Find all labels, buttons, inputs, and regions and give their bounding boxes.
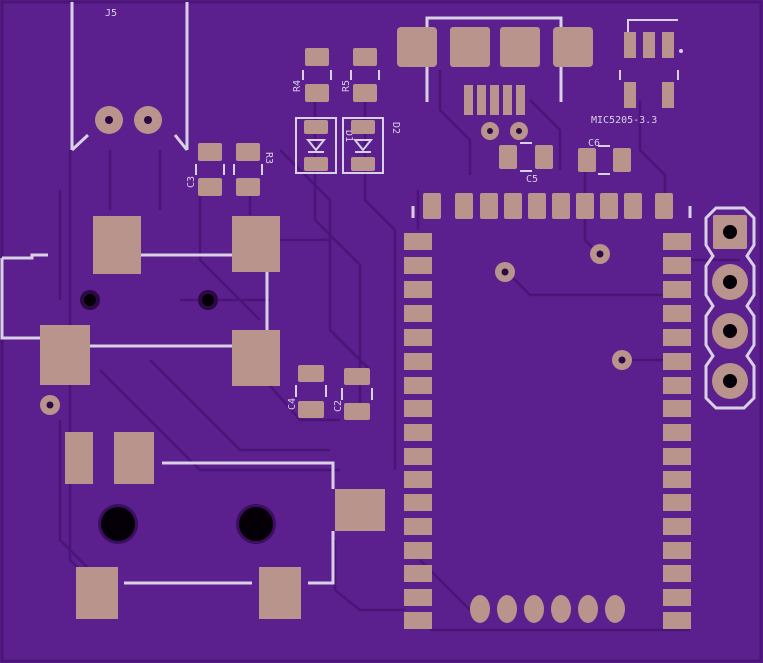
capacitor-c6: C6 <box>578 138 631 175</box>
resistor-r3: R3 <box>233 143 274 196</box>
capacitor-c5: C5 <box>499 142 553 185</box>
module-bottom-pads <box>470 595 625 623</box>
vias <box>40 244 632 415</box>
regulator-mic5205: MIC5205-3.3 <box>591 19 683 126</box>
capacitor-c2: C2 <box>333 368 373 420</box>
label-c4: C4 <box>287 398 298 410</box>
jack-component <box>0 216 280 386</box>
label-c2: C2 <box>333 400 344 412</box>
pushbutton <box>65 432 385 619</box>
led-d1: D1 <box>295 117 354 174</box>
led-d2: D2 <box>342 117 401 174</box>
label-r4: R4 <box>292 80 303 92</box>
label-c6: C6 <box>588 138 600 149</box>
label-r5: R5 <box>341 80 352 92</box>
module-left-pads <box>404 233 432 629</box>
usb-connector <box>397 16 593 140</box>
label-c5: C5 <box>526 174 538 185</box>
connector-j5: J5 <box>70 2 189 152</box>
label-c3: C3 <box>186 176 197 188</box>
label-d2: D2 <box>390 122 401 134</box>
label-d1: D1 <box>343 130 354 142</box>
capacitor-c4: C4 <box>287 365 327 418</box>
module-right-pads <box>663 233 691 629</box>
label-j5: J5 <box>105 8 117 19</box>
label-r3: R3 <box>263 152 274 164</box>
pin-header <box>704 206 756 410</box>
label-regulator: MIC5205-3.3 <box>591 115 657 126</box>
mcu-module <box>404 193 692 629</box>
module-top-pads <box>423 193 673 219</box>
resistor-r4: R4 <box>292 48 332 102</box>
resistor-r5: R5 <box>341 48 380 102</box>
capacitor-c3: C3 <box>186 143 225 196</box>
